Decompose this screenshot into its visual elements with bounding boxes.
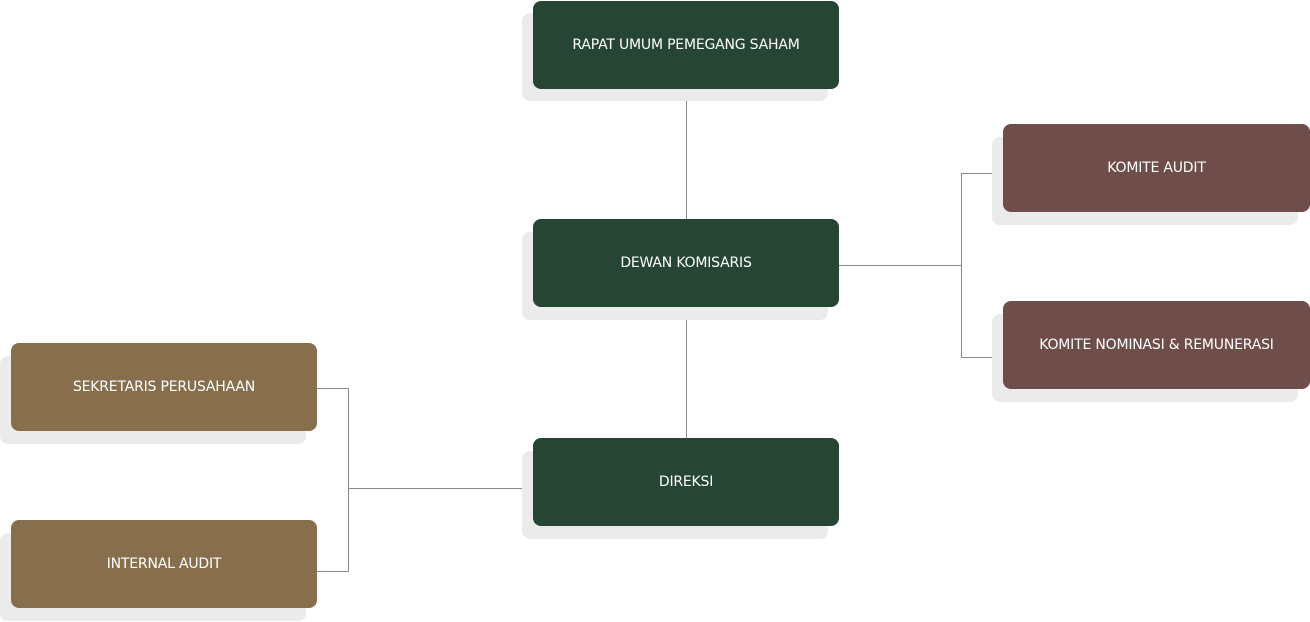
- node-label: DEWAN KOMISARIS: [620, 255, 752, 271]
- node-internal-audit: INTERNAL AUDIT: [11, 520, 317, 608]
- node-komite-audit: KOMITE AUDIT: [1003, 124, 1310, 212]
- node-dewan-komisaris: DEWAN KOMISARIS: [533, 219, 839, 307]
- node-label: SEKRETARIS PERUSAHAAN: [72, 379, 256, 395]
- node-rups: RAPAT UMUM PEMEGANG SAHAM: [533, 1, 839, 89]
- node-label: DIREKSI: [658, 474, 714, 490]
- node-label: INTERNAL AUDIT: [106, 556, 222, 572]
- node-label: KOMITE NOMINASI & REMUNERASI: [1039, 337, 1274, 353]
- node-direksi: DIREKSI: [533, 438, 839, 526]
- connector-support-trunk: [317, 388, 349, 572]
- node-label: KOMITE AUDIT: [1107, 160, 1206, 176]
- node-sekretaris-perusahaan: SEKRETARIS PERUSAHAAN: [11, 343, 317, 431]
- node-label: RAPAT UMUM PEMEGANG SAHAM: [572, 37, 800, 53]
- node-komite-nominasi: KOMITE NOMINASI & REMUNERASI: [1003, 301, 1310, 389]
- connector-komite-trunk: [961, 173, 992, 358]
